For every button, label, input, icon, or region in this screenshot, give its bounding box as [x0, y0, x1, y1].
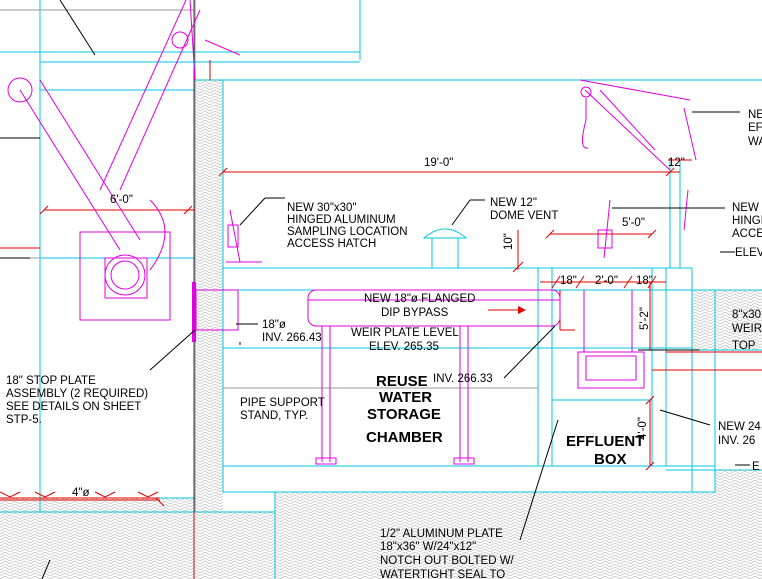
note-weir-right: 8"x30 WEIR TOP	[732, 309, 762, 352]
dim-19-0: 19'-0"	[424, 157, 453, 169]
note-pipe-4in: 4"ø	[72, 487, 90, 499]
note-new24: NEW 24 INV. 26	[718, 421, 761, 447]
chamber-title: REUSE WATER STORAGE CHAMBER	[366, 373, 443, 446]
svg-text:NEW 30"x30": NEW 30"x30"	[287, 202, 357, 214]
svg-text:NE: NE	[748, 109, 762, 121]
svg-text:NEW 12": NEW 12"	[490, 197, 537, 209]
dim-2-0: 2'-0"	[595, 275, 618, 287]
bypass-pipe	[307, 289, 561, 327]
note-dome-vent: NEW 12" DOME VENT	[490, 197, 558, 222]
dim-5-0: 5'-0"	[622, 217, 645, 229]
svg-text:EF: EF	[748, 122, 762, 134]
note-stop-plate: 18" STOP PLATE ASSEMBLY (2 REQUIRED) SEE…	[6, 375, 148, 426]
svg-text:INV. 266.43: INV. 266.43	[262, 332, 322, 344]
svg-text:NEW 24: NEW 24	[718, 421, 761, 433]
stop-plate	[192, 282, 239, 342]
svg-text:18"ø: 18"ø	[262, 319, 286, 331]
note-right-e: E	[752, 461, 760, 473]
dimension-texts: 19'-0" 6'-0" 12" 5'-0" 10" 18" 2'-0" 18"…	[110, 157, 685, 440]
note-inlet: 18"ø INV. 266.43	[262, 319, 322, 344]
svg-text:DOME VENT: DOME VENT	[490, 210, 558, 222]
svg-text:WATER: WATER	[379, 389, 432, 406]
svg-text:PIPE SUPPORT: PIPE SUPPORT	[240, 397, 325, 409]
dim-5-2: 5'-2"	[639, 307, 651, 330]
pipe-4in	[0, 491, 160, 501]
dim-18-right: 18"	[636, 275, 653, 287]
effluent-box-title: EFFLUENT BOX	[566, 433, 644, 468]
svg-text:WEIR: WEIR	[732, 323, 762, 335]
svg-text:ASSEMBLY (2 REQUIRED): ASSEMBLY (2 REQUIRED)	[6, 388, 148, 400]
svg-text:REUSE: REUSE	[376, 373, 428, 390]
dim-6-0: 6'-0"	[110, 194, 133, 206]
note-aluminum-plate: 1/2" ALUMINUM PLATE 18"x36" W/24"x12" NO…	[380, 528, 515, 579]
dim-10: 10"	[503, 233, 515, 250]
svg-text:HINGED ALUMINUM: HINGED ALUMINUM	[287, 214, 396, 226]
svg-text:SEE DETAILS ON SHEET: SEE DETAILS ON SHEET	[6, 401, 141, 413]
svg-text:STAND, TYP.: STAND, TYP.	[240, 410, 308, 422]
svg-text:CHAMBER: CHAMBER	[366, 429, 443, 446]
svg-text:SAMPLING LOCATION: SAMPLING LOCATION	[287, 226, 408, 238]
svg-text:18" STOP PLATE: 18" STOP PLATE	[6, 375, 96, 387]
svg-text:WA: WA	[748, 136, 762, 148]
note-crane: NE EF WA	[748, 109, 762, 148]
dim-18-left: 18"	[560, 275, 577, 287]
svg-text:ELEV. 265.35: ELEV. 265.35	[369, 341, 439, 353]
svg-text:WATERTIGHT SEAL TO: WATERTIGHT SEAL TO	[380, 569, 505, 579]
svg-text:EFFLUENT: EFFLUENT	[566, 433, 644, 450]
svg-text:INV. 26: INV. 26	[718, 435, 755, 447]
access-hatch-left	[226, 209, 262, 263]
svg-text:1/2" ALUMINUM PLATE: 1/2" ALUMINUM PLATE	[380, 528, 503, 540]
svg-text:ACCES: ACCES	[732, 228, 762, 240]
davit-crane	[579, 79, 697, 231]
svg-text:8"x30: 8"x30	[732, 309, 761, 321]
note-pipe-support: PIPE SUPPORT STAND, TYP.	[240, 397, 325, 422]
svg-text:ACCESS HATCH: ACCESS HATCH	[287, 238, 376, 250]
svg-text:TOP: TOP	[732, 340, 756, 352]
svg-text:HINGE: HINGE	[732, 215, 762, 227]
dim-12-right: 12"	[668, 157, 685, 169]
svg-text:NEW 18"ø FLANGED: NEW 18"ø FLANGED	[364, 293, 475, 305]
dome-vent-shape	[422, 228, 468, 269]
svg-text:WEIR PLATE LEVEL: WEIR PLATE LEVEL	[351, 327, 459, 339]
svg-text:DIP BYPASS: DIP BYPASS	[381, 307, 449, 319]
note-hatch: NEW 30"x30" HINGED ALUMINUM SAMPLING LOC…	[287, 202, 408, 250]
note-weir-level: WEIR PLATE LEVEL ELEV. 265.35	[351, 327, 459, 353]
effluent-box-shape	[577, 290, 645, 389]
pipe-supports	[315, 326, 475, 465]
concrete-hatch	[0, 80, 762, 579]
note-inv-266-33: INV. 266.33	[433, 373, 493, 385]
svg-text:BOX: BOX	[594, 451, 627, 468]
svg-text:18"x36" W/24"x12": 18"x36" W/24"x12"	[380, 541, 476, 553]
svg-text:NEW: NEW	[732, 202, 759, 214]
svg-text:NOTCH OUT BOLTED W/: NOTCH OUT BOLTED W/	[380, 555, 515, 567]
screw-conveyor	[7, 0, 241, 321]
access-hatch-right	[597, 199, 613, 259]
note-right-hatch: NEW HINGE ACCES ELEV.	[732, 202, 762, 259]
svg-text:STP-5.: STP-5.	[6, 414, 42, 426]
svg-text:STORAGE: STORAGE	[367, 406, 441, 423]
dim-4-0: 4'-0"	[637, 417, 649, 440]
svg-text:ELEV.: ELEV.	[735, 247, 762, 259]
note-bypass: NEW 18"ø FLANGED DIP BYPASS	[364, 293, 475, 319]
